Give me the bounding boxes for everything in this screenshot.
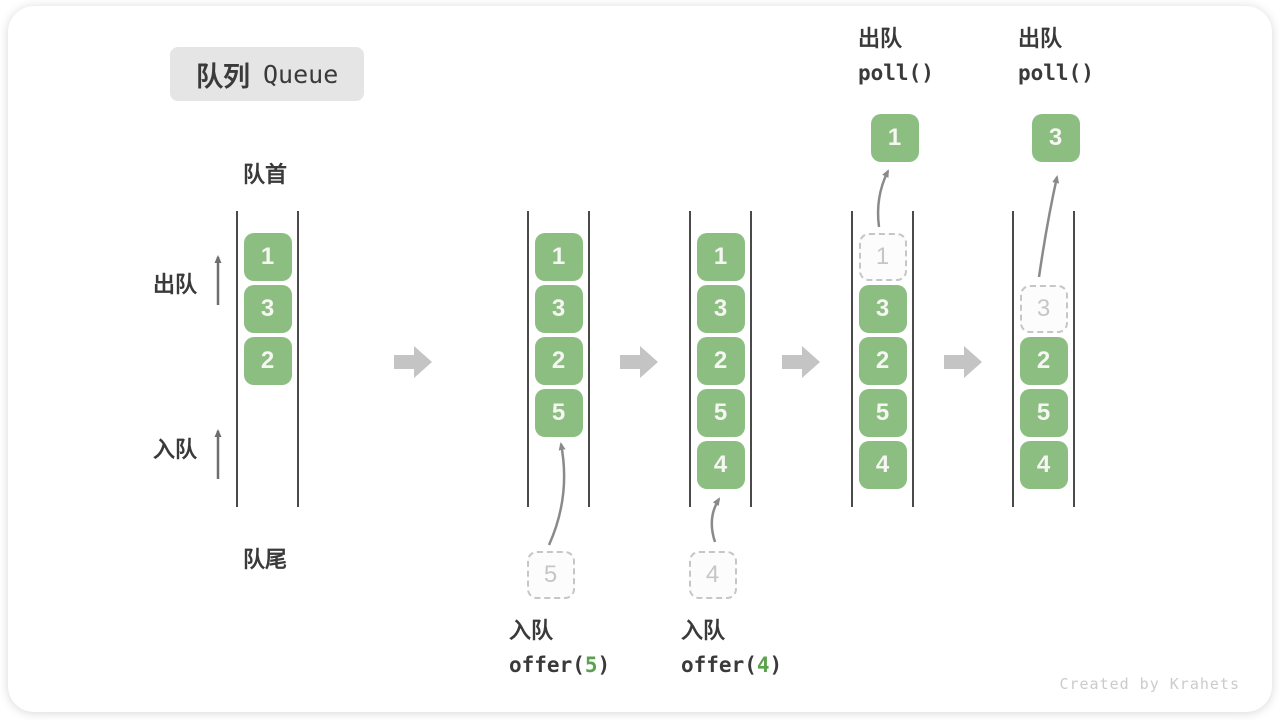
pending-enqueue-cell: 4 (688, 551, 737, 599)
op-label-code: offer(5) (509, 653, 611, 677)
op-label-dequeue: 出队 poll() (858, 28, 934, 84)
title-chinese: 队列 (196, 61, 250, 92)
op-label-enqueue: 入队 offer(5) (509, 620, 610, 676)
polled-result-cell: 1 (870, 114, 919, 162)
queue-cell: 1 (696, 233, 745, 281)
title-box: 队列 Queue (170, 47, 365, 101)
label-dequeue: 出队 (153, 272, 198, 297)
queue-cell: 3 (534, 285, 583, 333)
queue-cell: 5 (534, 389, 583, 437)
queue-cell: 2 (243, 337, 292, 385)
queue-cell: 2 (1019, 337, 1068, 385)
queue-cell: 3 (243, 285, 292, 333)
queue-wall-right-3 (750, 211, 752, 507)
queue-cell: 3 (696, 285, 745, 333)
pending-enqueue-cell: 5 (526, 551, 575, 599)
queue-wall-right-2 (588, 211, 590, 507)
queue-cell: 2 (696, 337, 745, 385)
queue-cell: 1 (243, 233, 292, 281)
queue-cell: 5 (696, 389, 745, 437)
queue-cell: 4 (858, 441, 907, 489)
queue-wall-left-2 (527, 211, 529, 507)
op-label-code: poll() (1018, 61, 1094, 85)
title-english: Queue (263, 59, 339, 89)
queue-cell-removed: 3 (1019, 285, 1068, 333)
queue-cell: 2 (534, 337, 583, 385)
queue-cell: 3 (858, 285, 907, 333)
label-queue-tail: 队尾 (243, 547, 288, 572)
queue-wall-left-4 (851, 211, 853, 507)
queue-cell-removed: 1 (858, 233, 907, 281)
diagram-card (8, 6, 1272, 712)
op-label-code: offer(4) (681, 653, 783, 677)
queue-cell: 4 (1019, 441, 1068, 489)
op-label-text: 出队 (1018, 26, 1063, 51)
op-label-text: 出队 (858, 26, 903, 51)
queue-cell: 5 (858, 389, 907, 437)
op-label-dequeue: 出队 poll() (1018, 28, 1094, 84)
queue-cell: 5 (1019, 389, 1068, 437)
queue-wall-right-4 (912, 211, 914, 507)
queue-cell: 1 (534, 233, 583, 281)
watermark: Created by Krahets (1059, 675, 1240, 693)
op-label-enqueue: 入队 offer(4) (681, 620, 782, 676)
queue-wall-left-5 (1012, 211, 1014, 507)
queue-wall-left-3 (689, 211, 691, 507)
op-label-text: 入队 (681, 618, 726, 643)
queue-wall-right-5 (1073, 211, 1075, 507)
op-arg-value: 5 (584, 653, 598, 677)
queue-cell: 2 (858, 337, 907, 385)
queue-cell: 4 (696, 441, 745, 489)
queue-wall-right-1 (297, 211, 299, 507)
polled-result-cell: 3 (1031, 114, 1080, 162)
op-label-text: 入队 (509, 618, 554, 643)
op-arg-value: 4 (756, 653, 770, 677)
label-enqueue: 入队 (153, 437, 198, 462)
op-label-code: poll() (858, 61, 934, 85)
label-queue-head: 队首 (243, 162, 288, 187)
queue-wall-left-1 (236, 211, 238, 507)
